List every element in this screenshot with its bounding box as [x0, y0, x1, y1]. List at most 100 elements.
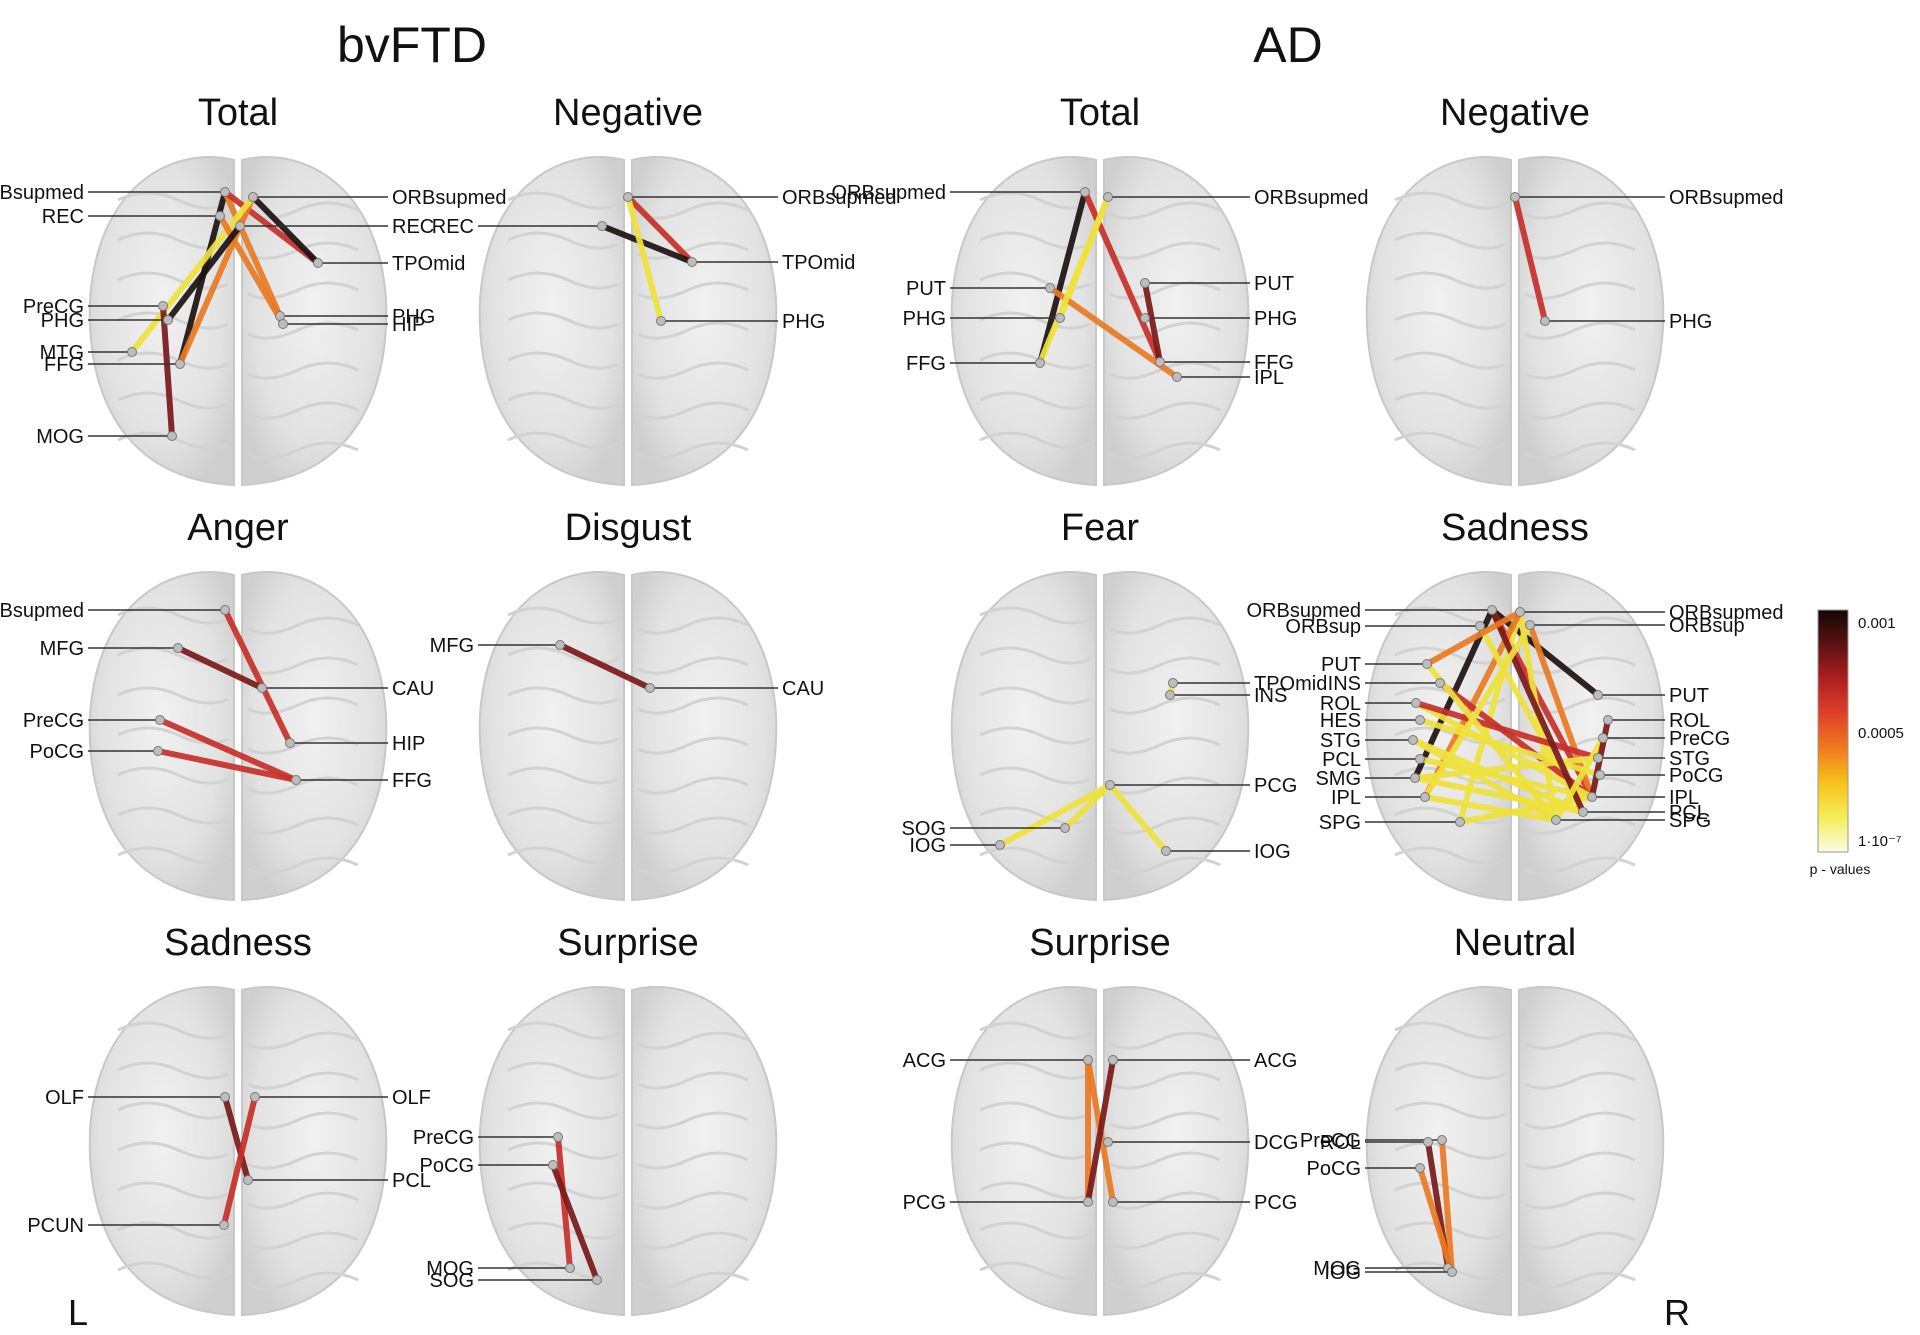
connection-edge: [155, 748, 299, 783]
region-label: IPL: [1669, 787, 1699, 809]
region-label: MTG: [40, 342, 84, 364]
panel-title: Surprise: [557, 922, 699, 964]
region-node: [219, 1220, 229, 1230]
region-label: FFG: [906, 353, 946, 375]
region-node: [127, 347, 137, 357]
region-label: PHG: [1669, 311, 1712, 333]
region-label: PHG: [1254, 308, 1297, 330]
side-label-left: L: [68, 1292, 88, 1333]
connection-edge: [1422, 622, 1533, 800]
region-node: [656, 316, 666, 326]
region-node: [1435, 678, 1445, 688]
group-title-bvftd: bvFTD: [337, 17, 487, 73]
connection-edge: [1142, 280, 1163, 365]
region-label: CAU: [392, 678, 434, 700]
region-label: ORBsupmed: [0, 182, 84, 204]
region-label: IOG: [1254, 841, 1291, 863]
region-node: [1161, 846, 1171, 856]
region-node: [1598, 733, 1608, 743]
panel-title: Disgust: [565, 507, 692, 549]
region-label: OLF: [45, 1087, 84, 1109]
region-label: MFG: [40, 638, 84, 660]
region-node: [285, 738, 295, 748]
region-label: MOG: [1313, 1258, 1361, 1280]
connection-edge: [1422, 794, 1559, 823]
region-label: PUT: [1254, 273, 1294, 295]
region-label: PoCG: [30, 741, 84, 763]
region-label: INS: [1254, 685, 1287, 707]
region-node: [565, 1263, 575, 1273]
region-label: ORBsupmed: [392, 187, 507, 209]
region-node: [645, 683, 655, 693]
panel-title: Fear: [1061, 507, 1139, 549]
region-node: [1455, 817, 1465, 827]
region-label: ORBsupmed: [1669, 602, 1784, 624]
region-node: [1155, 357, 1165, 367]
region-node: [1083, 1055, 1093, 1065]
region-node: [1595, 770, 1605, 780]
connection-edge: [550, 1162, 600, 1283]
region-label: PUT: [906, 278, 946, 300]
region-label: PoCG: [1669, 765, 1723, 787]
region-node: [1415, 1163, 1425, 1173]
region-label: PreCG: [23, 296, 84, 318]
region-label: OLF: [392, 1087, 431, 1109]
region-node: [623, 192, 633, 202]
region-label: ORBsupmed: [782, 187, 897, 209]
connection-edge: [1424, 609, 1523, 667]
region-node: [1045, 283, 1055, 293]
region-label: ORBsupmed: [832, 182, 947, 204]
region-node: [1593, 690, 1603, 700]
region-label: PCUN: [27, 1215, 84, 1237]
connection-edge: [1424, 661, 1559, 823]
connection-edge: [221, 1094, 258, 1228]
region-node: [158, 301, 168, 311]
connection-edge: [1413, 700, 1601, 761]
region-node: [548, 1160, 558, 1170]
legend-tick-high: 0.001: [1858, 615, 1896, 632]
connection-edge: [222, 607, 293, 746]
region-node: [1108, 1197, 1118, 1207]
connection-edge: [557, 642, 653, 691]
region-node: [1525, 620, 1535, 630]
brain-outline: [950, 986, 1250, 1317]
region-node: [1423, 1137, 1433, 1147]
region-node: [1083, 1197, 1093, 1207]
brain-outline: [478, 986, 778, 1317]
connection-edge: [1085, 1057, 1116, 1205]
brain-outline: [950, 156, 1250, 487]
region-label: PCL: [1322, 749, 1361, 771]
region-label: ROL: [1320, 693, 1361, 715]
panels: TotalORBsupmedRECORBsupmedRECTPOmidPreCG…: [0, 92, 1784, 1317]
connection-edge: [1107, 782, 1169, 854]
connection-edge: [1413, 700, 1595, 800]
region-node: [1172, 372, 1182, 382]
connection-edge: [1512, 194, 1548, 324]
region-node: [155, 715, 165, 725]
legend-caption: p - values: [1810, 861, 1871, 877]
region-node: [1578, 807, 1588, 817]
region-node: [215, 211, 225, 221]
region-node: [1515, 607, 1525, 617]
region-label: ROL: [1669, 710, 1710, 732]
region-node: [278, 319, 288, 329]
brain-outline: [478, 571, 778, 902]
region-node: [175, 359, 185, 369]
region-node: [248, 192, 258, 202]
connection-edge: [625, 194, 695, 265]
connection-edge: [250, 194, 321, 266]
panel-title: Anger: [187, 507, 289, 549]
region-node: [1437, 1135, 1447, 1145]
region-node: [1593, 753, 1603, 763]
region-node: [1487, 605, 1497, 615]
region-node: [1055, 313, 1065, 323]
region-node: [291, 775, 301, 785]
region-label: SMG: [1315, 768, 1361, 790]
region-label: INS: [1328, 673, 1361, 695]
region-label: REC: [42, 206, 84, 228]
region-node: [592, 1275, 602, 1285]
region-node: [1422, 659, 1432, 669]
region-node: [555, 640, 565, 650]
side-label-right: R: [1664, 1292, 1690, 1333]
